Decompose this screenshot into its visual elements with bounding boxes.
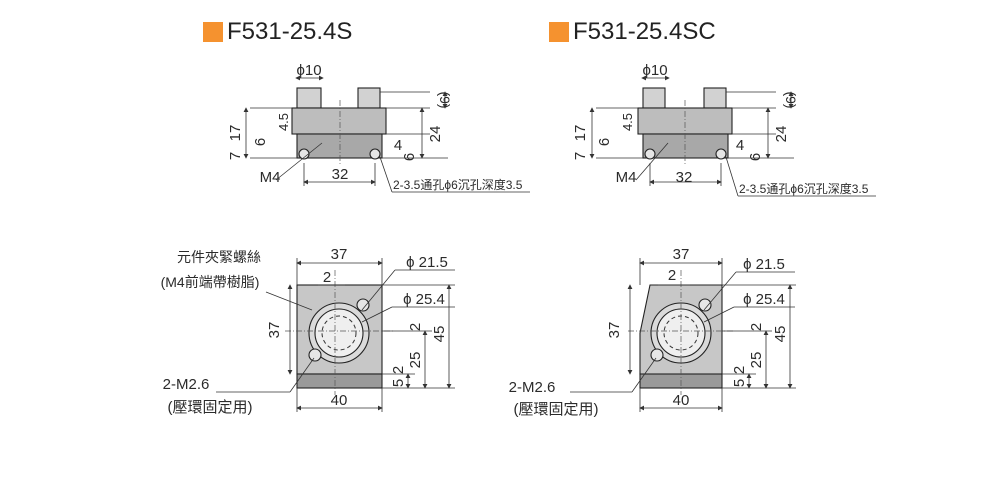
front-view-sc: 37 2 ϕ 21.5 ϕ 25.4 37 2 45 25 2 5 40 2-M… bbox=[509, 246, 796, 418]
hole-pitch-label: 32 bbox=[332, 166, 349, 183]
mount-hole bbox=[298, 148, 310, 160]
height-24-label: 24 bbox=[773, 126, 790, 143]
screw-diameter-label: ϕ10 bbox=[296, 62, 321, 79]
height-25-label: 25 bbox=[407, 352, 424, 369]
height-37-label: 37 bbox=[606, 322, 623, 339]
side-view-s: ϕ10 (9) 17 7 4.5 6 24 4 6 M4 32 2-3.5通孔ϕ… bbox=[227, 62, 530, 193]
model-title-sc: F531-25.4SC bbox=[549, 18, 716, 46]
height-4-5-label: 4.5 bbox=[620, 113, 635, 131]
clamp-label-1: 元件夾緊螺絲 bbox=[177, 249, 261, 265]
height-6-label: 6 bbox=[596, 138, 613, 146]
height-17-label: 17 bbox=[227, 125, 244, 142]
orange-square-icon bbox=[203, 22, 223, 42]
adjust-screw-knob bbox=[703, 87, 727, 109]
holes-note-label: 2-3.5通孔ϕ6沉孔深度3.5 bbox=[393, 177, 523, 192]
dia-25-4-label: ϕ 25.4 bbox=[743, 291, 785, 308]
offset-2b-label: 2 bbox=[407, 323, 424, 331]
height-5-label: 5 bbox=[390, 379, 407, 387]
thread-label: M4 bbox=[616, 169, 637, 186]
mount-thread-label-2: (壓環固定用) bbox=[168, 399, 253, 416]
clamp-screw-hole bbox=[698, 298, 712, 312]
orange-square-icon bbox=[549, 22, 569, 42]
clamp-screw-hole bbox=[356, 298, 370, 312]
height-24-label: 24 bbox=[427, 126, 444, 143]
height-6-label: 6 bbox=[252, 138, 269, 146]
height-7-label: 7 bbox=[572, 152, 589, 160]
height-17-label: 17 bbox=[572, 125, 589, 142]
clamp-label-2: (M4前端帶樹脂) bbox=[161, 274, 260, 290]
clamp-screw-hole bbox=[650, 348, 664, 362]
height-5-label: 5 bbox=[731, 379, 748, 387]
thread-label: M4 bbox=[260, 169, 281, 186]
model-title-s-text: F531-25.4S bbox=[227, 18, 353, 45]
model-title-s: F531-25.4S bbox=[203, 18, 352, 46]
height-6b-label: 6 bbox=[747, 153, 764, 161]
mount-thread-label-1: 2-M2.6 bbox=[509, 379, 556, 396]
offset-2-label: 2 bbox=[323, 269, 331, 286]
adjust-screw-knob bbox=[296, 87, 322, 109]
height-2-label: 2 bbox=[731, 366, 748, 374]
height-25-label: 25 bbox=[748, 352, 765, 369]
height-4-label: 4 bbox=[736, 137, 744, 154]
adjust-screw-knob bbox=[642, 87, 666, 109]
height-4-label: 4 bbox=[394, 137, 402, 154]
total-height-label: (9) bbox=[783, 91, 799, 108]
mount-hole bbox=[369, 148, 381, 160]
offset-2-label: 2 bbox=[668, 267, 676, 284]
height-4-5-label: 4.5 bbox=[276, 113, 291, 131]
height-37-label: 37 bbox=[266, 322, 283, 339]
width-37-label: 37 bbox=[673, 246, 690, 263]
height-2-label: 2 bbox=[390, 366, 407, 374]
mount-thread-label-2: (壓環固定用) bbox=[514, 401, 599, 418]
mount-plate bbox=[291, 107, 387, 135]
clamp-screw-hole bbox=[308, 348, 322, 362]
clear-aperture bbox=[321, 315, 357, 351]
hole-pitch-label: 32 bbox=[676, 169, 693, 186]
screw-diameter-label: ϕ10 bbox=[642, 62, 667, 79]
height-7-label: 7 bbox=[227, 152, 244, 160]
side-view-sc: ϕ10 (9) 17 7 4.5 6 24 4 6 M4 32 2-3.5通孔ϕ… bbox=[572, 62, 876, 197]
base-width-label: 40 bbox=[331, 392, 348, 409]
base-block bbox=[296, 133, 383, 159]
mount-hole bbox=[715, 148, 727, 160]
base-block bbox=[642, 133, 729, 159]
mount-base bbox=[296, 373, 383, 389]
dia-21-5-label: ϕ 21.5 bbox=[743, 256, 785, 273]
height-45-label: 45 bbox=[431, 326, 448, 343]
front-view-s: 元件夾緊螺絲 (M4前端帶樹脂) 37 2 ϕ 21.5 ϕ 25.4 37 2… bbox=[161, 246, 455, 416]
dia-25-4-label: ϕ 25.4 bbox=[403, 291, 445, 308]
width-37-label: 37 bbox=[331, 246, 348, 263]
mount-thread-label-1: 2-M2.6 bbox=[163, 376, 210, 393]
mount-hole bbox=[644, 148, 656, 160]
model-title-sc-text: F531-25.4SC bbox=[573, 18, 716, 45]
holes-note-label: 2-3.5通孔ϕ6沉孔深度3.5 bbox=[739, 181, 869, 196]
dia-21-5-label: ϕ 21.5 bbox=[406, 254, 448, 271]
height-45-label: 45 bbox=[772, 326, 789, 343]
height-6b-label: 6 bbox=[401, 153, 418, 161]
offset-2b-label: 2 bbox=[748, 323, 765, 331]
total-height-label: (9) bbox=[437, 91, 453, 108]
adjust-screw-knob bbox=[357, 87, 381, 109]
base-width-label: 40 bbox=[673, 392, 690, 409]
